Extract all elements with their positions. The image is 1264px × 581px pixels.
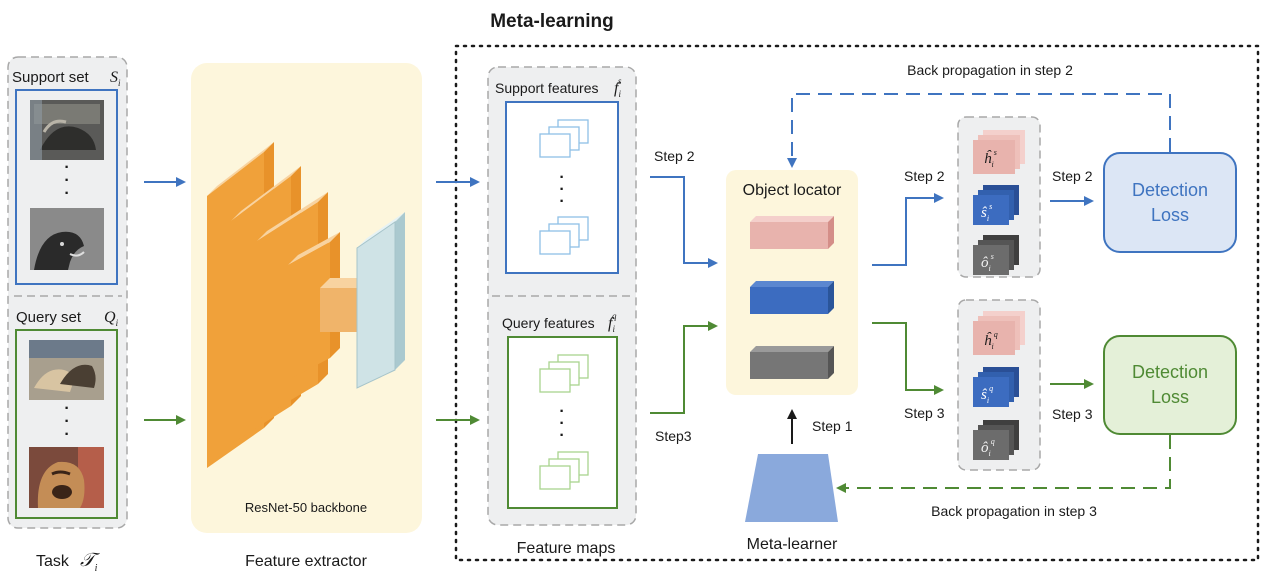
- query-loss-line2: Loss: [1151, 387, 1189, 407]
- query-features-symbol: fiq: [608, 311, 617, 334]
- query-set-box: [15, 329, 118, 519]
- query-ellipsis-2: ·: [64, 413, 69, 430]
- support-output-o-icon: [973, 235, 1019, 275]
- locator-block-pink: [750, 216, 834, 249]
- query-feature-ellipsis-3: ·: [559, 427, 564, 444]
- query-image-boxer: [29, 447, 104, 508]
- query-ellipsis-3: ·: [64, 426, 69, 443]
- support-feature-ellipsis-3: ·: [559, 193, 564, 210]
- support-features-label: Support features: [495, 80, 599, 96]
- support-set-box: [15, 89, 118, 285]
- label-step3-locator: Step 3: [904, 405, 945, 421]
- feature-extractor-caption: Feature extractor: [245, 553, 368, 570]
- query-feature-ellipsis-2: ·: [559, 415, 564, 432]
- backbone-label: ResNet-50 backbone: [245, 500, 367, 515]
- task-symbol: 𝒯i: [80, 550, 100, 574]
- query-set-label: Query set: [16, 309, 82, 326]
- label-step2-locator: Step 2: [904, 168, 945, 184]
- support-loss-line2: Loss: [1151, 205, 1189, 225]
- backprop-step2-path: [787, 93, 1171, 168]
- support-feature-stack-bottom: [539, 216, 589, 255]
- query-set-group: Query set Qi · · ·: [15, 309, 119, 519]
- query-output-h-label: ĥiq: [984, 330, 998, 351]
- query-output-o-icon: [973, 420, 1019, 460]
- query-loss-line1: Detection: [1132, 362, 1208, 382]
- support-output-o-label: ôis: [981, 252, 994, 273]
- query-feature-stack-top: [539, 354, 589, 393]
- query-feature-stack-bottom: [539, 451, 589, 490]
- query-feature-ellipsis-1: ·: [559, 403, 564, 420]
- query-output-h-icon: [973, 311, 1025, 355]
- support-features-symbol: fis: [614, 76, 622, 99]
- query-detection-loss: Detection Loss: [1103, 335, 1237, 435]
- support-output-h-icon: [973, 130, 1025, 174]
- support-output-s-icon: [973, 185, 1019, 225]
- label-step2-loss: Step 2: [1052, 168, 1093, 184]
- label-step3-loss: Step 3: [1052, 406, 1093, 422]
- meta-learner-label: Meta-learner: [747, 536, 838, 553]
- diagram-title: Meta-learning: [490, 11, 614, 32]
- label-step2-features: Step 2: [654, 148, 695, 164]
- query-output-o-label: ôiq: [981, 437, 995, 458]
- query-set-symbol: Qi: [104, 309, 119, 328]
- support-output-h-label: ĥis: [984, 148, 997, 169]
- support-output-s-label: ŝis: [981, 202, 992, 223]
- object-locator-label: Object locator: [743, 182, 842, 199]
- query-features-label: Query features: [502, 315, 595, 331]
- locator-block-blue: [750, 281, 834, 314]
- query-image-dogs: [29, 340, 104, 400]
- resnet-layers: [207, 142, 405, 468]
- query-output-s-label: ŝiq: [981, 384, 993, 405]
- task-panel: [7, 56, 128, 529]
- support-loss-line1: Detection: [1132, 180, 1208, 200]
- arrow-locator-to-support-outputs: [872, 193, 944, 266]
- meta-learning-frame: [454, 44, 1260, 562]
- locator-block-gray: [750, 346, 834, 379]
- arrow-query-features-to-locator: [650, 321, 718, 414]
- label-step3-features: Step3: [655, 428, 692, 444]
- support-ellipsis-1: ·: [64, 159, 69, 176]
- support-feature-stack-top: [539, 119, 589, 158]
- support-set-symbol: Si: [110, 69, 121, 88]
- meta-learner-shape: [745, 454, 838, 522]
- support-feature-ellipsis-2: ·: [559, 181, 564, 198]
- support-detection-loss: Detection Loss: [1103, 152, 1237, 253]
- support-set-group: Support set Si · · ·: [12, 69, 121, 285]
- backprop-step3-path: [836, 435, 1171, 493]
- support-ellipsis-2: ·: [64, 172, 69, 189]
- support-image-cat: [30, 100, 104, 160]
- arrow-locator-to-query-outputs: [872, 322, 944, 395]
- support-set-label: Support set: [12, 69, 90, 86]
- feature-maps-caption: Feature maps: [517, 540, 616, 557]
- support-image-dog: [30, 208, 104, 270]
- query-output-s-icon: [973, 367, 1019, 407]
- support-feature-ellipsis-1: ·: [559, 169, 564, 186]
- support-ellipsis-3: ·: [64, 185, 69, 202]
- backprop-step3-label: Back propagation in step 3: [931, 503, 1097, 519]
- task-caption: Task: [36, 553, 70, 570]
- label-step1: Step 1: [812, 418, 853, 434]
- query-ellipsis-1: ·: [64, 400, 69, 417]
- arrow-support-features-to-locator: [650, 176, 718, 268]
- backprop-step2-label: Back propagation in step 2: [907, 62, 1073, 78]
